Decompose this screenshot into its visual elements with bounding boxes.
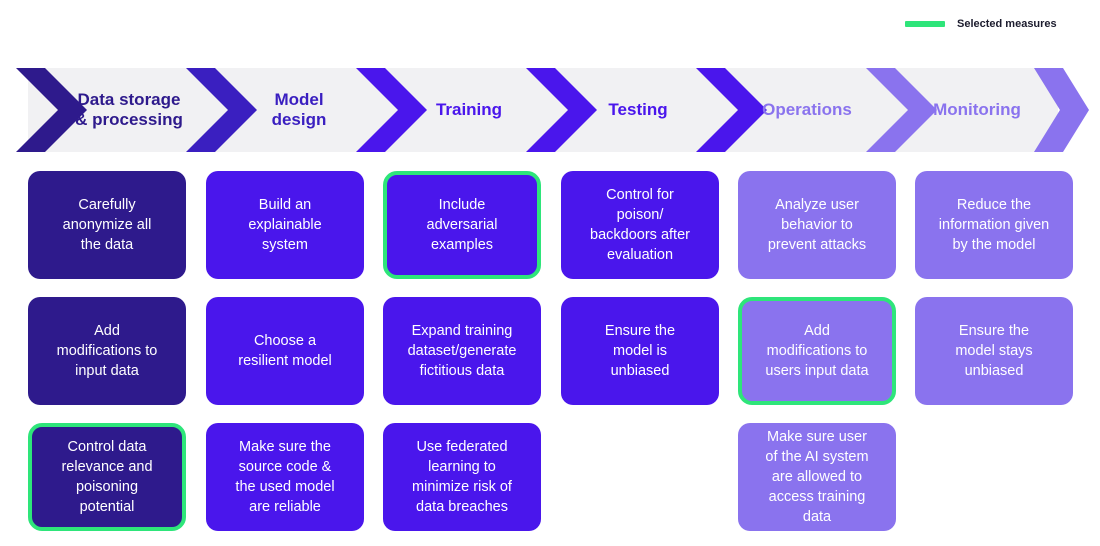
chevron-icon <box>356 68 427 152</box>
legend-swatch <box>905 21 945 27</box>
chevron-icon <box>1034 68 1089 152</box>
stage-training: Training <box>435 99 503 119</box>
chevron-icon <box>186 68 257 152</box>
chevron-icon <box>696 68 767 152</box>
legend: Selected measures <box>905 18 1057 30</box>
stage-data-storage: Data storage& processing <box>75 89 183 129</box>
stage-arrows <box>16 68 1089 152</box>
stage-operations: Operations <box>762 99 852 119</box>
chevron-icon <box>866 68 937 152</box>
chevron-icon <box>526 68 597 152</box>
stage-testing: Testing <box>608 99 668 119</box>
chevron-icon <box>16 68 87 152</box>
legend-label: Selected measures <box>957 18 1057 30</box>
stage-monitoring: Monitoring <box>933 99 1021 119</box>
